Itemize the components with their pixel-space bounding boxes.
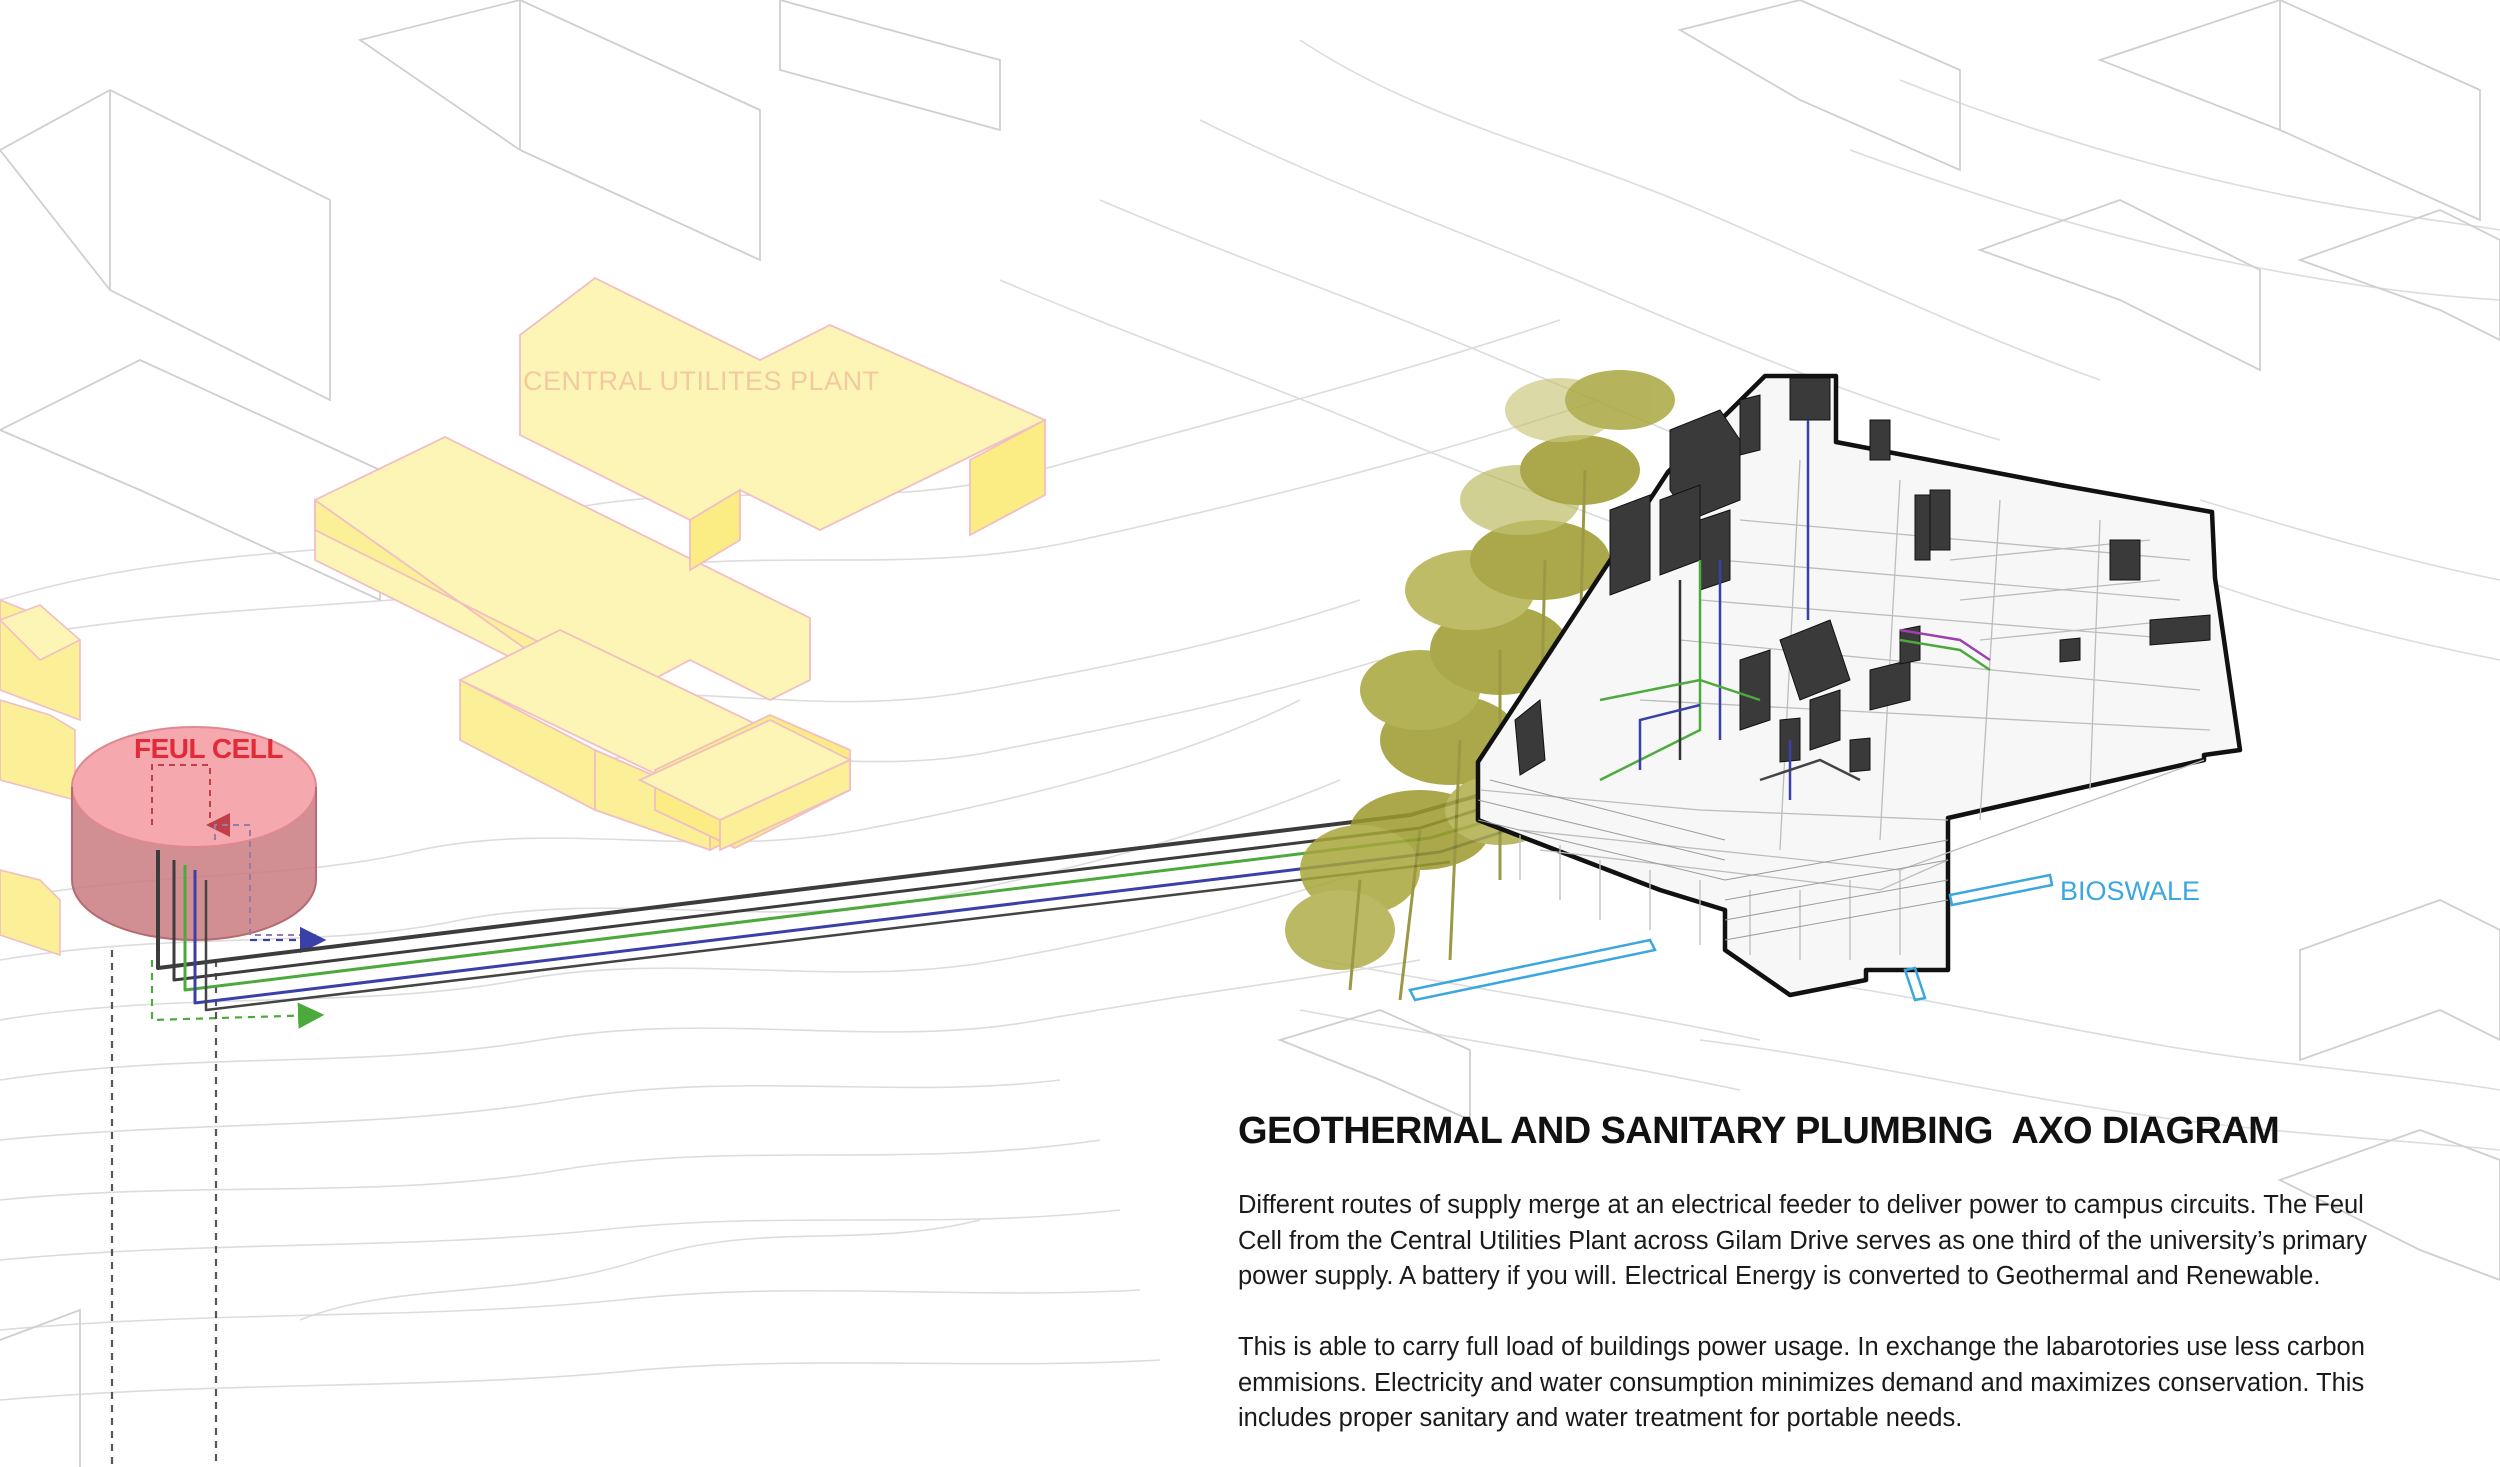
diagram-title: GEOTHERMAL AND SANITARY PLUMBING AXO DIA… bbox=[1238, 1110, 2280, 1152]
bioswale-right bbox=[1948, 873, 2054, 907]
green-flow-arrow bbox=[150, 960, 325, 1029]
central-utilities-plant-label: CENTRAL UTILITES PLANT bbox=[523, 366, 880, 396]
plant-wing-back-top bbox=[519, 276, 1048, 532]
bioswale-left bbox=[1408, 938, 1657, 1002]
bioswales bbox=[1408, 873, 2054, 1002]
fuel-cell-inner-red-dash bbox=[151, 764, 230, 837]
trees bbox=[1285, 370, 1675, 1001]
description-paragraph-1: Different routes of supply merge at an e… bbox=[1238, 1191, 2367, 1290]
glass-facade bbox=[1477, 779, 1949, 941]
pipe-dark-second bbox=[204, 860, 1451, 1012]
description-paragraph-2: This is able to carry full load of build… bbox=[1238, 1333, 2365, 1432]
plant-wing-notch bbox=[689, 488, 741, 572]
fuel-cell bbox=[71, 726, 317, 941]
mechanical-equipment bbox=[1514, 377, 2211, 776]
plant-small-block-front bbox=[719, 758, 851, 852]
plant-wing-main-top bbox=[314, 435, 811, 707]
central-utilities-plant bbox=[314, 276, 1048, 852]
fuel-cell-inner-purple-dash bbox=[214, 824, 316, 936]
left-yellow-blocks bbox=[0, 599, 82, 957]
bioswale-label: BIOSWALE bbox=[2060, 876, 2201, 906]
bioswale-right-drop bbox=[1903, 966, 1927, 1002]
fuel-cell-flow-arrows bbox=[110, 926, 327, 1467]
building-pipes bbox=[1599, 420, 1991, 800]
lab-building bbox=[1475, 373, 2243, 998]
fuel-cell-label: FEUL CELL bbox=[134, 733, 283, 764]
plant-wing-back-side bbox=[969, 418, 1046, 537]
